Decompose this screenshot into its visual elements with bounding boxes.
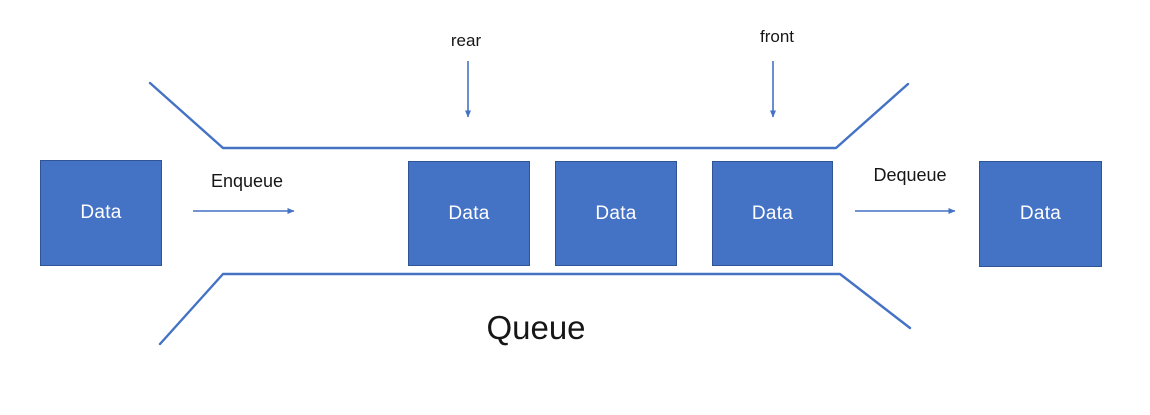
incoming-data-box: Data — [40, 160, 162, 266]
queue-item-box-3: Data — [712, 161, 833, 266]
rear-pointer-label: rear — [450, 31, 482, 50]
queue-item-box-1: Data — [408, 161, 530, 266]
dequeue-operation-label: Dequeue — [873, 165, 947, 185]
diagram-title: Queue — [486, 309, 586, 346]
queue-bottom-boundary-line — [158, 272, 912, 346]
queue-item-box-2: Data — [555, 161, 677, 266]
queue-top-boundary-line — [148, 81, 910, 150]
enqueue-operation-label: Enqueue — [210, 171, 284, 191]
front-pointer-label: front — [759, 27, 795, 46]
outgoing-data-box: Data — [979, 161, 1102, 267]
